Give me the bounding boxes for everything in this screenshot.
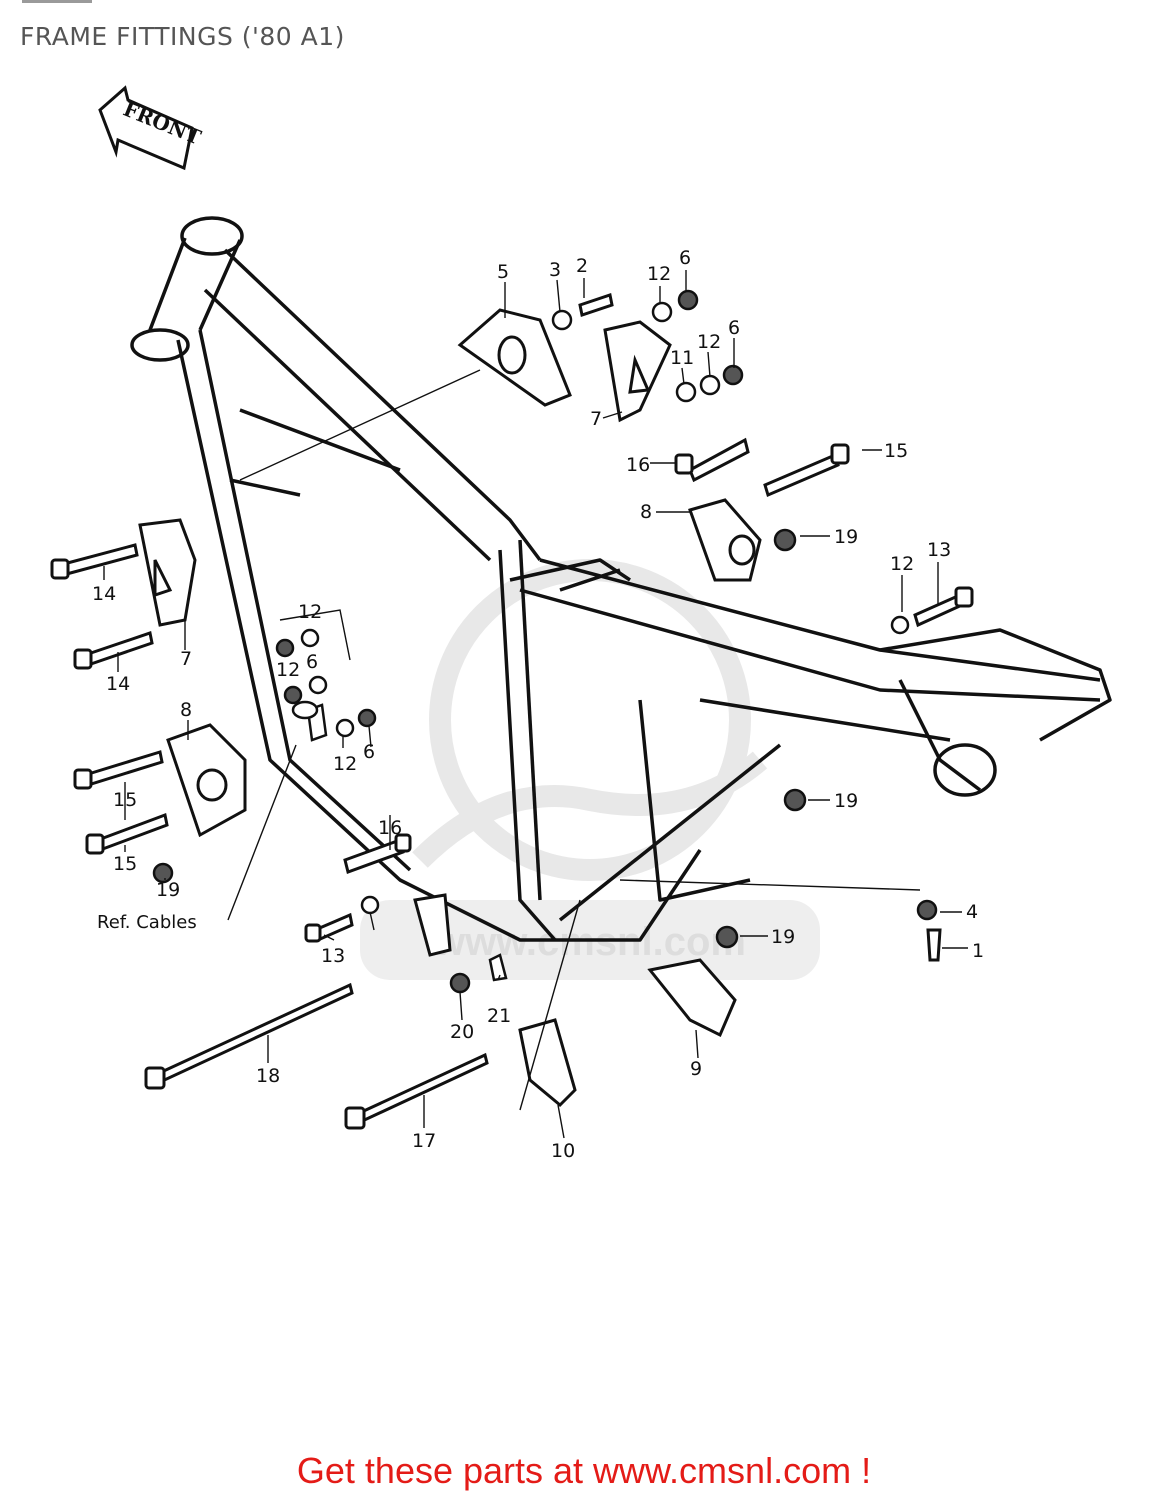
frame-main [130, 216, 1112, 942]
callout-14a: 14 [92, 583, 116, 605]
callout-12b: 12 [697, 331, 721, 353]
callout-13a: 13 [927, 539, 951, 561]
callout-3: 3 [549, 259, 561, 281]
exploded-diagram: www.cmsnl.com FRONT [50, 85, 1112, 1162]
callout-6b: 6 [728, 317, 740, 339]
top-rule [22, 0, 92, 3]
leader-lines [103, 270, 968, 1139]
callout-6: 6 [679, 247, 691, 269]
callout-15a: 15 [884, 440, 908, 462]
callout-labels: 1 2 3 4 5 6 6 6 6 7 7 8 8 9 10 11 12 12 … [92, 247, 984, 1162]
callout-20: 20 [450, 1021, 474, 1043]
callout-19d: 19 [156, 879, 180, 901]
callout-15b: 15 [113, 789, 137, 811]
callout-10: 10 [551, 1140, 575, 1162]
callout-7b: 7 [180, 648, 192, 670]
callout-18: 18 [256, 1065, 280, 1087]
callout-6d: 6 [363, 741, 375, 763]
callout-4: 4 [966, 901, 978, 923]
callout-15c: 15 [113, 853, 137, 875]
callout-6c: 6 [306, 651, 318, 673]
callout-19c: 19 [771, 926, 795, 948]
callout-19a: 19 [834, 526, 858, 548]
ref-cables-note: Ref. Cables [97, 912, 197, 933]
nuts-washers [152, 289, 938, 994]
callout-9: 9 [690, 1058, 702, 1080]
callout-14b: 14 [106, 673, 130, 695]
callout-17: 17 [412, 1130, 436, 1152]
bolts [50, 293, 974, 1130]
watermark-text: www.cmsnl.com [433, 920, 746, 964]
page-title: FRAME FITTINGS ('80 A1) [20, 22, 345, 51]
callout-16a: 16 [626, 454, 650, 476]
callout-11: 11 [670, 347, 694, 369]
callout-16b: 16 [378, 817, 402, 839]
callout-12f: 12 [333, 753, 357, 775]
callout-13b: 13 [321, 945, 345, 967]
callout-12a: 12 [647, 263, 671, 285]
callout-21: 21 [487, 1005, 511, 1027]
front-arrow-icon [98, 85, 194, 171]
callout-12d: 12 [298, 601, 322, 623]
callout-1: 1 [972, 940, 984, 962]
callout-2: 2 [576, 255, 588, 277]
callout-8b: 8 [180, 699, 192, 721]
callout-12c: 12 [890, 553, 914, 575]
callout-8: 8 [640, 501, 652, 523]
callout-19b: 19 [834, 790, 858, 812]
engine-mount-plates [138, 308, 762, 1108]
callout-5: 5 [497, 261, 509, 283]
cta-link[interactable]: Get these parts at www.cmsnl.com ! [296, 1450, 872, 1491]
callout-12e: 12 [276, 659, 300, 681]
callout-7: 7 [590, 408, 602, 430]
